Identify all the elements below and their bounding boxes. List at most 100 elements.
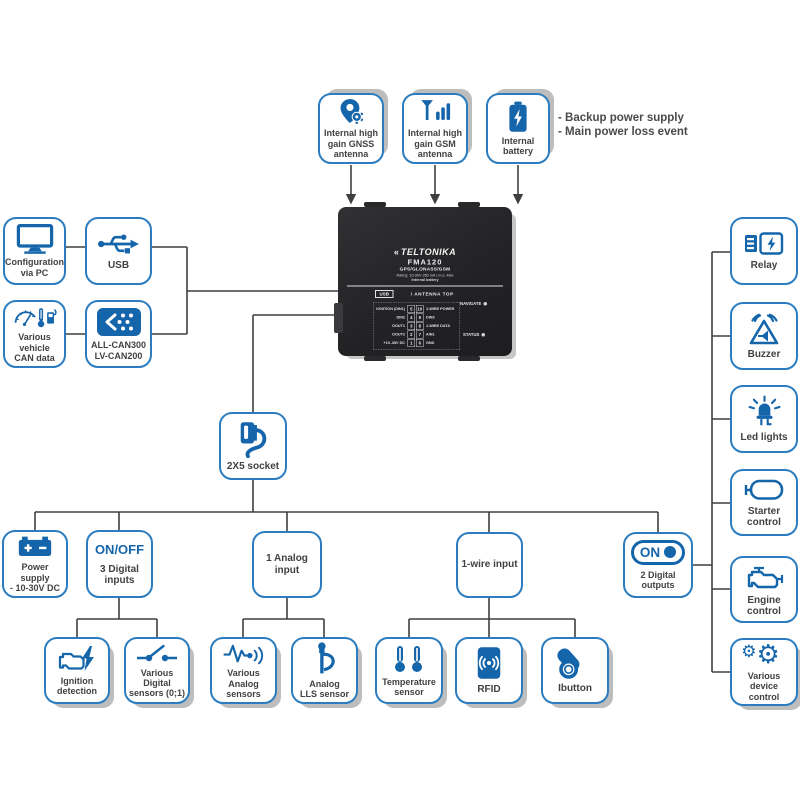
one-wire-branch bbox=[408, 598, 576, 637]
pin-right-label: DIN3 bbox=[426, 315, 435, 320]
node-usb: USB bbox=[85, 217, 152, 285]
node-label: ALL-CAN300 LV-CAN200 bbox=[90, 340, 146, 361]
pin-cell: 10 bbox=[416, 304, 424, 313]
node-buzzer: Buzzer bbox=[730, 302, 798, 370]
node-digital-sensors: Various Digital sensors (0;1) bbox=[124, 637, 190, 704]
node-label: Power supply - 10-30V DC bbox=[9, 562, 61, 593]
fma120-device: «TELTONIKA FMA120 GPS/GLONASS/GSM Rating… bbox=[334, 202, 512, 361]
on-toggle-icon: ON bbox=[630, 539, 686, 565]
device-divider bbox=[347, 285, 503, 287]
engine-icon bbox=[747, 566, 784, 588]
node-led-lights: Led lights bbox=[730, 385, 798, 453]
gsm-antenna-icon bbox=[421, 100, 451, 121]
node-label: Various device control bbox=[747, 671, 781, 702]
status-led: STATUS bbox=[463, 332, 485, 337]
device-usb-row: USB ! ANTENNA TOP bbox=[375, 290, 512, 298]
battery-icon bbox=[509, 101, 527, 132]
node-label: Various Analog sensors bbox=[226, 668, 261, 699]
pin-left-label: DOUT2 bbox=[392, 332, 405, 337]
node-label: 3 Digital inputs bbox=[100, 563, 139, 586]
pin-cell: 4 bbox=[407, 313, 415, 322]
navigate-led-label: NAVIGATE bbox=[460, 301, 482, 306]
starter-motor-icon bbox=[744, 479, 784, 500]
node-relay: Relay bbox=[730, 217, 798, 285]
switch-icon bbox=[137, 644, 177, 661]
pin-right-label: GND bbox=[426, 340, 435, 346]
node-label: Internal high gain GSM antenna bbox=[408, 128, 462, 159]
pin-right-label: 1-WIRE POWER bbox=[426, 306, 455, 312]
node-analog-lls-sensor: Analog LLS sensor bbox=[291, 637, 358, 704]
node-one-wire-input: 1-wire input bbox=[456, 532, 523, 598]
device-tab bbox=[458, 356, 480, 361]
pin-cell: 8 bbox=[416, 321, 424, 330]
gear-small-icon: ⚙ bbox=[741, 642, 757, 663]
node-label: RFID bbox=[477, 684, 501, 696]
left-cluster-lines bbox=[66, 246, 340, 335]
teltonika-logo-icon: « bbox=[393, 247, 400, 257]
node-analog-sensors: Various Analog sensors bbox=[210, 637, 277, 704]
pin-left-label: DOUT1 bbox=[392, 323, 405, 329]
pin-cell: 7 bbox=[416, 330, 424, 339]
buzzer-icon bbox=[749, 313, 779, 345]
node-label: Starter control bbox=[747, 505, 781, 528]
device-tab bbox=[364, 202, 386, 207]
pin-right-label: AIN1 bbox=[426, 332, 435, 337]
node-label: Buzzer bbox=[747, 348, 781, 360]
node-label: Internal high gain GNSS antenna bbox=[324, 128, 378, 159]
node-all-can-adapter: ALL-CAN300 LV-CAN200 bbox=[85, 300, 152, 368]
node-label: 2 Digital outputs bbox=[640, 569, 676, 590]
node-label: Internal battery bbox=[501, 135, 535, 156]
node-label: Engine control bbox=[747, 594, 781, 617]
node-various-device-control: ⚙⚙ Various device control bbox=[730, 638, 798, 706]
toggle-dot-icon bbox=[664, 546, 677, 559]
bus-lines bbox=[34, 511, 659, 532]
fuel-probe-icon bbox=[317, 642, 335, 674]
device-system: GPS/GLONASS/GSM bbox=[399, 266, 451, 273]
ibutton-reader-icon bbox=[557, 648, 580, 680]
node-gnss-antenna: Internal high gain GNSS antenna bbox=[318, 93, 384, 164]
led-dot-icon bbox=[481, 332, 485, 337]
node-ibutton: Ibutton bbox=[541, 637, 609, 704]
car-battery-icon bbox=[18, 536, 52, 557]
thermometers-icon bbox=[395, 645, 422, 672]
engine-spark-icon bbox=[58, 645, 94, 671]
node-ignition-detection: Ignition detection bbox=[44, 637, 110, 704]
node-label: 2X5 socket bbox=[226, 460, 280, 472]
device-rating: Rating: 10-30V 350 mA r.m.s. Max bbox=[396, 273, 454, 278]
battery-notes: - Backup power supply - Main power loss … bbox=[558, 112, 688, 139]
device-tab bbox=[458, 202, 480, 207]
relay-icon bbox=[745, 232, 784, 255]
pin-cell: 9 bbox=[416, 313, 424, 322]
gears-icon: ⚙⚙ bbox=[741, 642, 780, 668]
device-tab bbox=[364, 356, 386, 361]
navigate-led: NAVIGATE bbox=[460, 301, 487, 306]
led-icon bbox=[748, 395, 781, 426]
pin-cell: 1 bbox=[407, 338, 415, 347]
node-label: USB bbox=[107, 259, 130, 271]
node-label: Analog LLS sensor bbox=[299, 678, 349, 699]
node-label: Various Digital sensors (0;1) bbox=[128, 667, 186, 699]
on-toggle-text: ON bbox=[639, 544, 661, 560]
node-2x5-socket: 2X5 socket bbox=[219, 412, 287, 480]
pin-right-label: 1-WIRE DATA bbox=[426, 323, 451, 329]
node-label: 1 Analog input bbox=[266, 553, 308, 576]
status-led-label: STATUS bbox=[463, 332, 480, 337]
node-starter-control: Starter control bbox=[730, 469, 798, 536]
pin-left-label: IGNITION (DIN1) bbox=[376, 306, 405, 312]
can-adapter-icon bbox=[96, 308, 141, 337]
node-engine-control: Engine control bbox=[730, 556, 798, 623]
onoff-text: ON/OFF bbox=[94, 541, 145, 557]
node-label: Ignition detection bbox=[56, 675, 97, 696]
monitor-icon bbox=[16, 224, 53, 255]
waveform-icon bbox=[223, 644, 263, 665]
node-vehicle-can-data: Various vehicle CAN data bbox=[3, 300, 66, 368]
rfid-card-icon bbox=[477, 647, 501, 680]
analog-input-branch bbox=[242, 598, 325, 637]
node-internal-battery: Internal battery bbox=[486, 93, 550, 164]
